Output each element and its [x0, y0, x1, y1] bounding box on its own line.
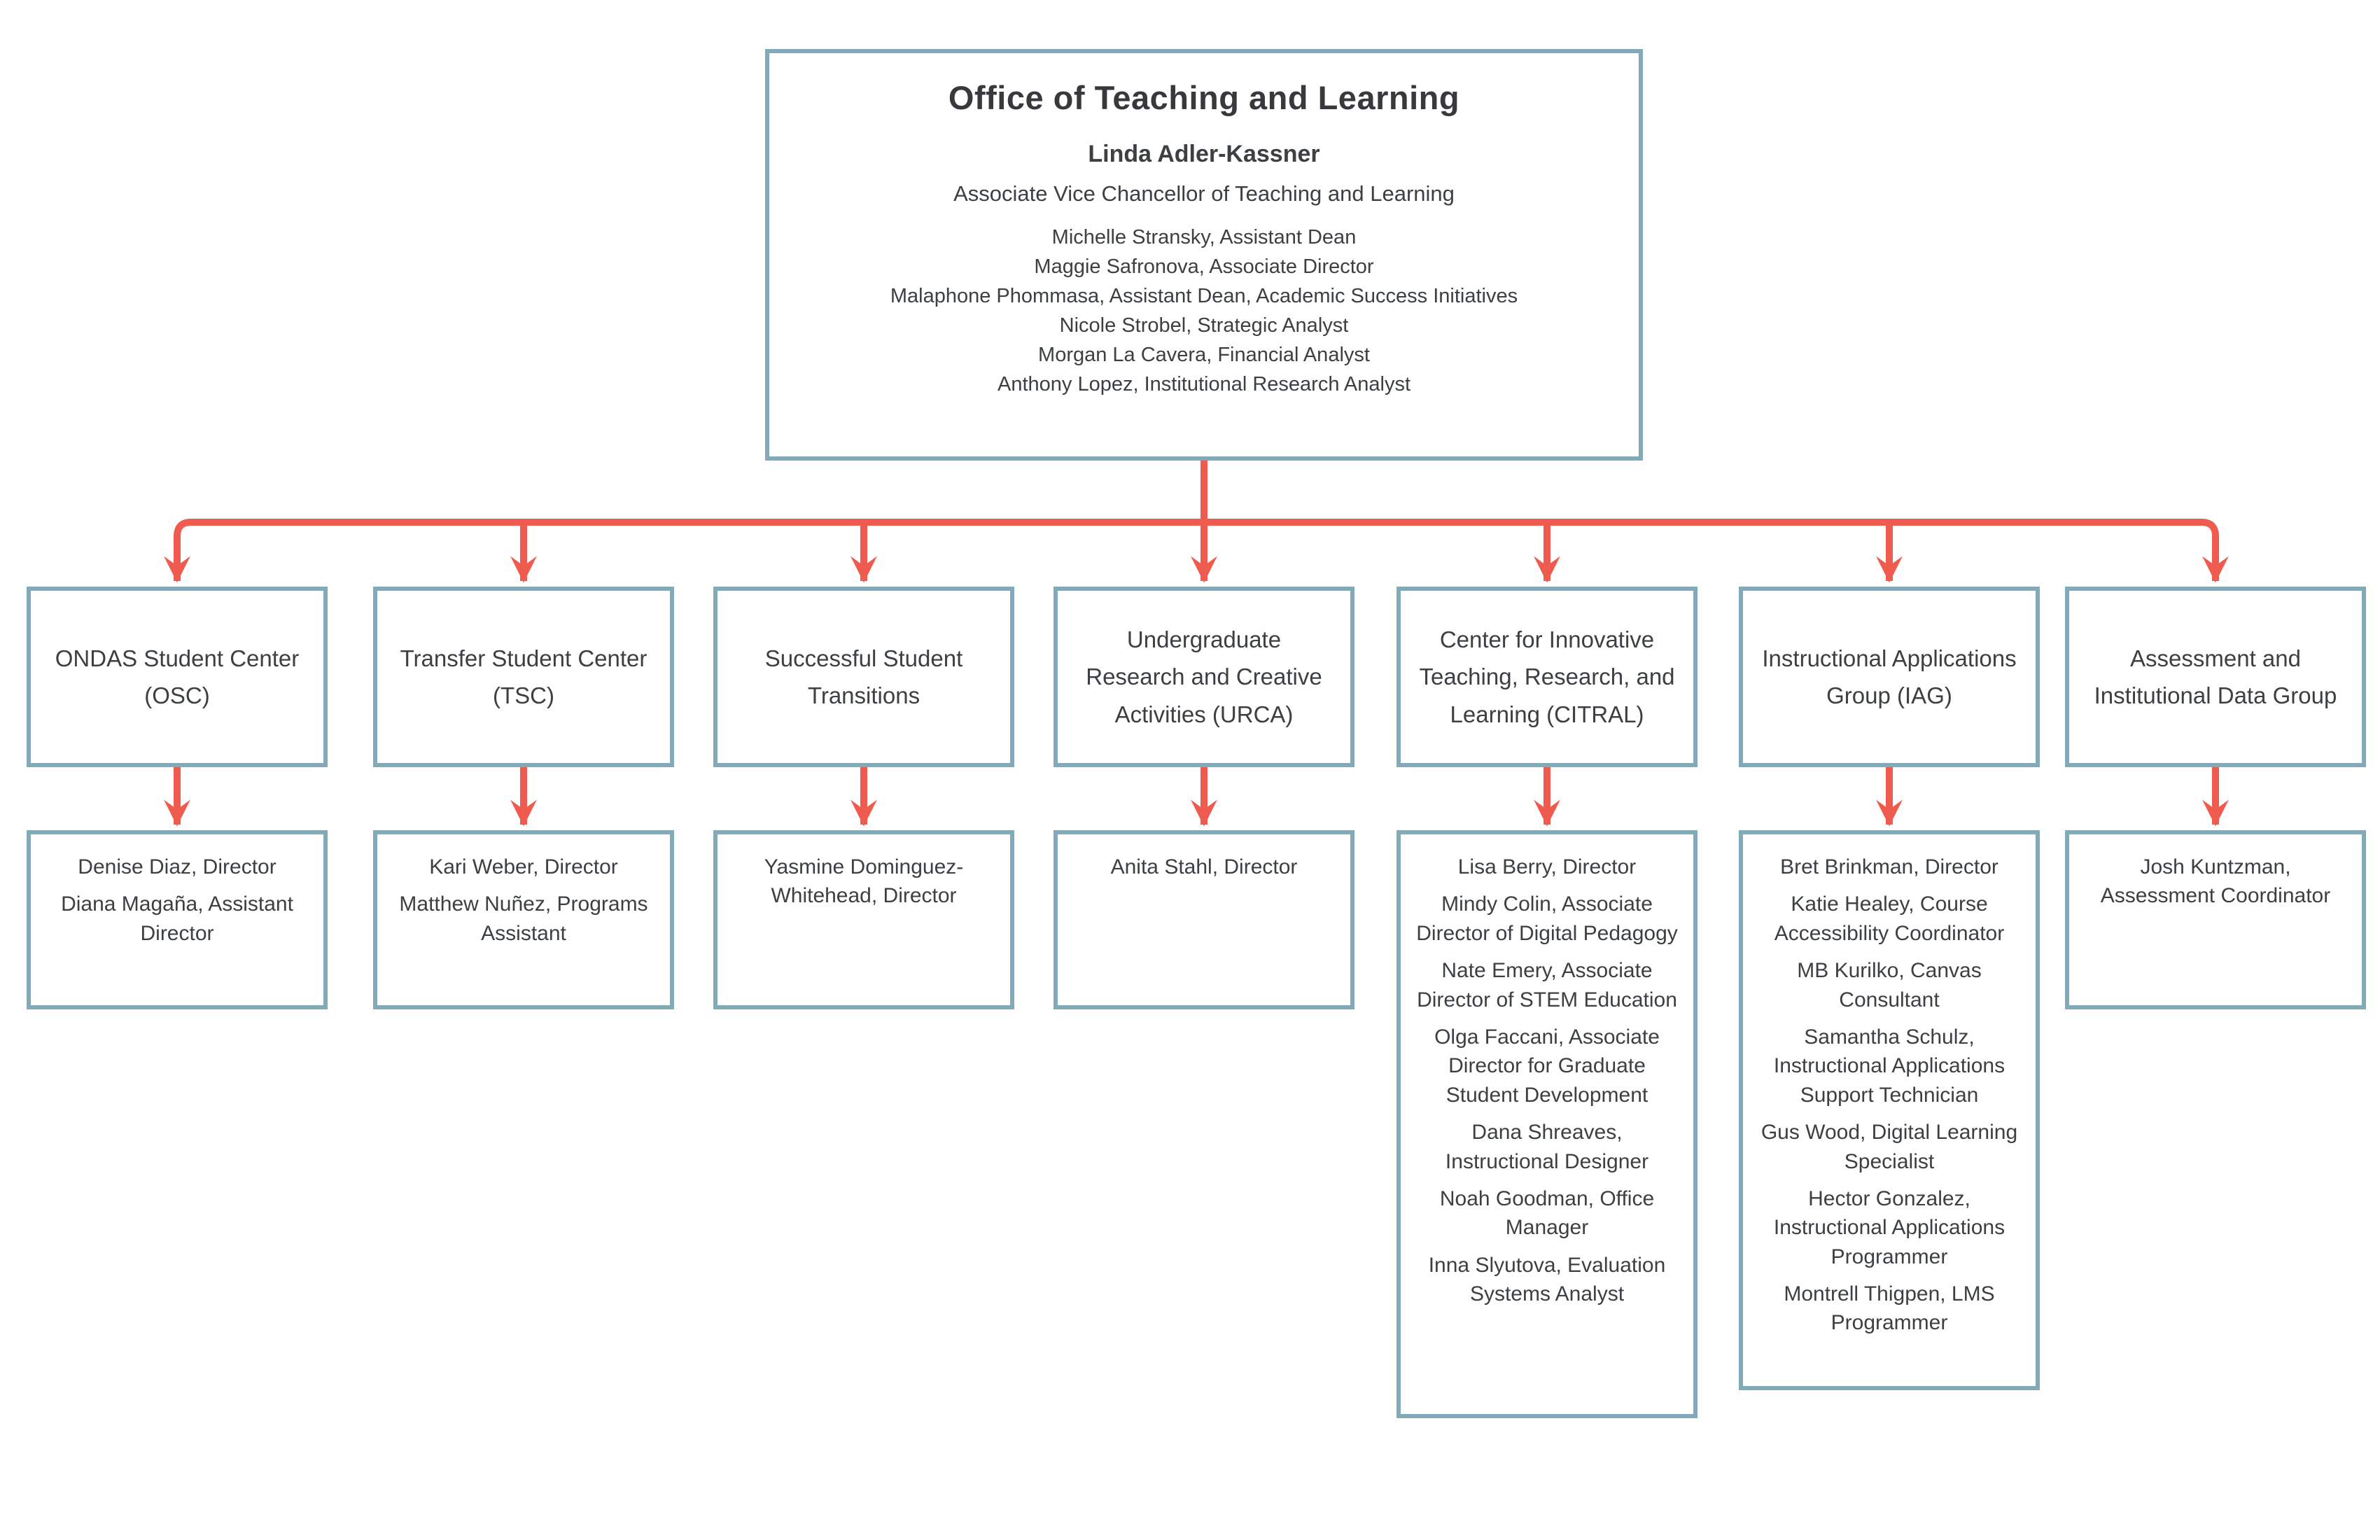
dept-label: Assessment and Institutional Data Group: [2094, 645, 2337, 708]
member-entry: Bret Brinkman, Director: [1780, 855, 1998, 878]
staff-box-aidg: Josh Kuntzman, Assessment Coordinator: [2065, 830, 2366, 1009]
member-entry: Yasmine Dominguez-Whitehead, Director: [764, 855, 964, 908]
dept-box-tsc: Transfer Student Center (TSC): [373, 587, 674, 767]
root-leader-name: Linda Adler-Kassner: [1088, 141, 1320, 167]
member-entry: Samantha Schulz, Instructional Applicati…: [1773, 1025, 2005, 1107]
member-entry: Dana Shreaves, Instructional Designer: [1445, 1121, 1649, 1173]
dept-box-citral: Center for Innovative Teaching, Research…: [1396, 587, 1698, 767]
member-entry: Josh Kuntzman, Assessment Coordinator: [2100, 855, 2331, 908]
member-entry: Diana Magaña, Assistant Director: [61, 892, 293, 945]
member-entry: Maggie Safronova, Associate Director: [1034, 255, 1374, 279]
root-box: Office of Teaching and Learning Linda Ad…: [765, 49, 1643, 461]
member-entry: Anthony Lopez, Institutional Research An…: [997, 373, 1411, 396]
member-entry: Morgan La Cavera, Financial Analyst: [1038, 344, 1370, 367]
member-entry: Nicole Strobel, Strategic Analyst: [1059, 314, 1349, 337]
dept-label: Transfer Student Center (TSC): [400, 645, 648, 708]
staff-box-sst: Yasmine Dominguez-Whitehead, Director: [713, 830, 1014, 1009]
member-entry: Anita Stahl, Director: [1110, 855, 1298, 878]
member-entry: Nate Emery, Associate Director of STEM E…: [1417, 959, 1677, 1011]
staff-box-urca: Anita Stahl, Director: [1054, 830, 1354, 1009]
dept-box-urca: Undergraduate Research and Creative Acti…: [1054, 587, 1354, 767]
root-leader-title: Associate Vice Chancellor of Teaching an…: [953, 181, 1455, 206]
member-entry: Matthew Nuñez, Programs Assistant: [399, 892, 648, 945]
page-title: Office of Teaching and Learning: [948, 79, 1460, 116]
member-entry: Gus Wood, Digital Learning Specialist: [1760, 1121, 2018, 1173]
dept-box-aidg: Assessment and Institutional Data Group: [2065, 587, 2366, 767]
dept-box-iag: Instructional Applications Group (IAG): [1739, 587, 2040, 767]
member-entry: Michelle Stransky, Assistant Dean: [1051, 226, 1357, 248]
member-entry: Montrell Thigpen, LMS Programmer: [1784, 1282, 1995, 1335]
member-entry: Kari Weber, Director: [429, 855, 618, 878]
member-entry: Inna Slyutova, Evaluation Systems Analys…: [1428, 1253, 1666, 1306]
dept-label: ONDAS Student Center (OSC): [55, 645, 300, 708]
connector-rail: [174, 519, 2219, 560]
member-entry: Olga Faccani, Associate Director for Gra…: [1434, 1025, 1660, 1107]
member-entry: Mindy Colin, Associate Director of Digit…: [1416, 892, 1678, 945]
dept-label: Successful Student Transitions: [764, 645, 963, 708]
dept-box-ondas: ONDAS Student Center (OSC): [27, 587, 328, 767]
member-entry: Katie Healey, Course Accessibility Coord…: [1774, 892, 2005, 945]
dept-label: Undergraduate Research and Creative Acti…: [1086, 626, 1322, 727]
member-entry: Denise Diaz, Director: [78, 855, 276, 878]
dept-label: Center for Innovative Teaching, Research…: [1419, 626, 1675, 727]
member-entry: Hector Gonzalez, Instructional Applicati…: [1773, 1186, 2005, 1268]
member-entry: Lisa Berry, Director: [1457, 855, 1637, 878]
member-entry: Malaphone Phommasa, Assistant Dean, Acad…: [890, 285, 1518, 308]
member-entry: Noah Goodman, Office Manager: [1439, 1186, 1655, 1240]
dept-box-sst: Successful Student Transitions: [713, 587, 1014, 767]
member-entry: MB Kurilko, Canvas Consultant: [1797, 959, 1982, 1011]
dept-label: Instructional Applications Group (IAG): [1762, 645, 2017, 708]
